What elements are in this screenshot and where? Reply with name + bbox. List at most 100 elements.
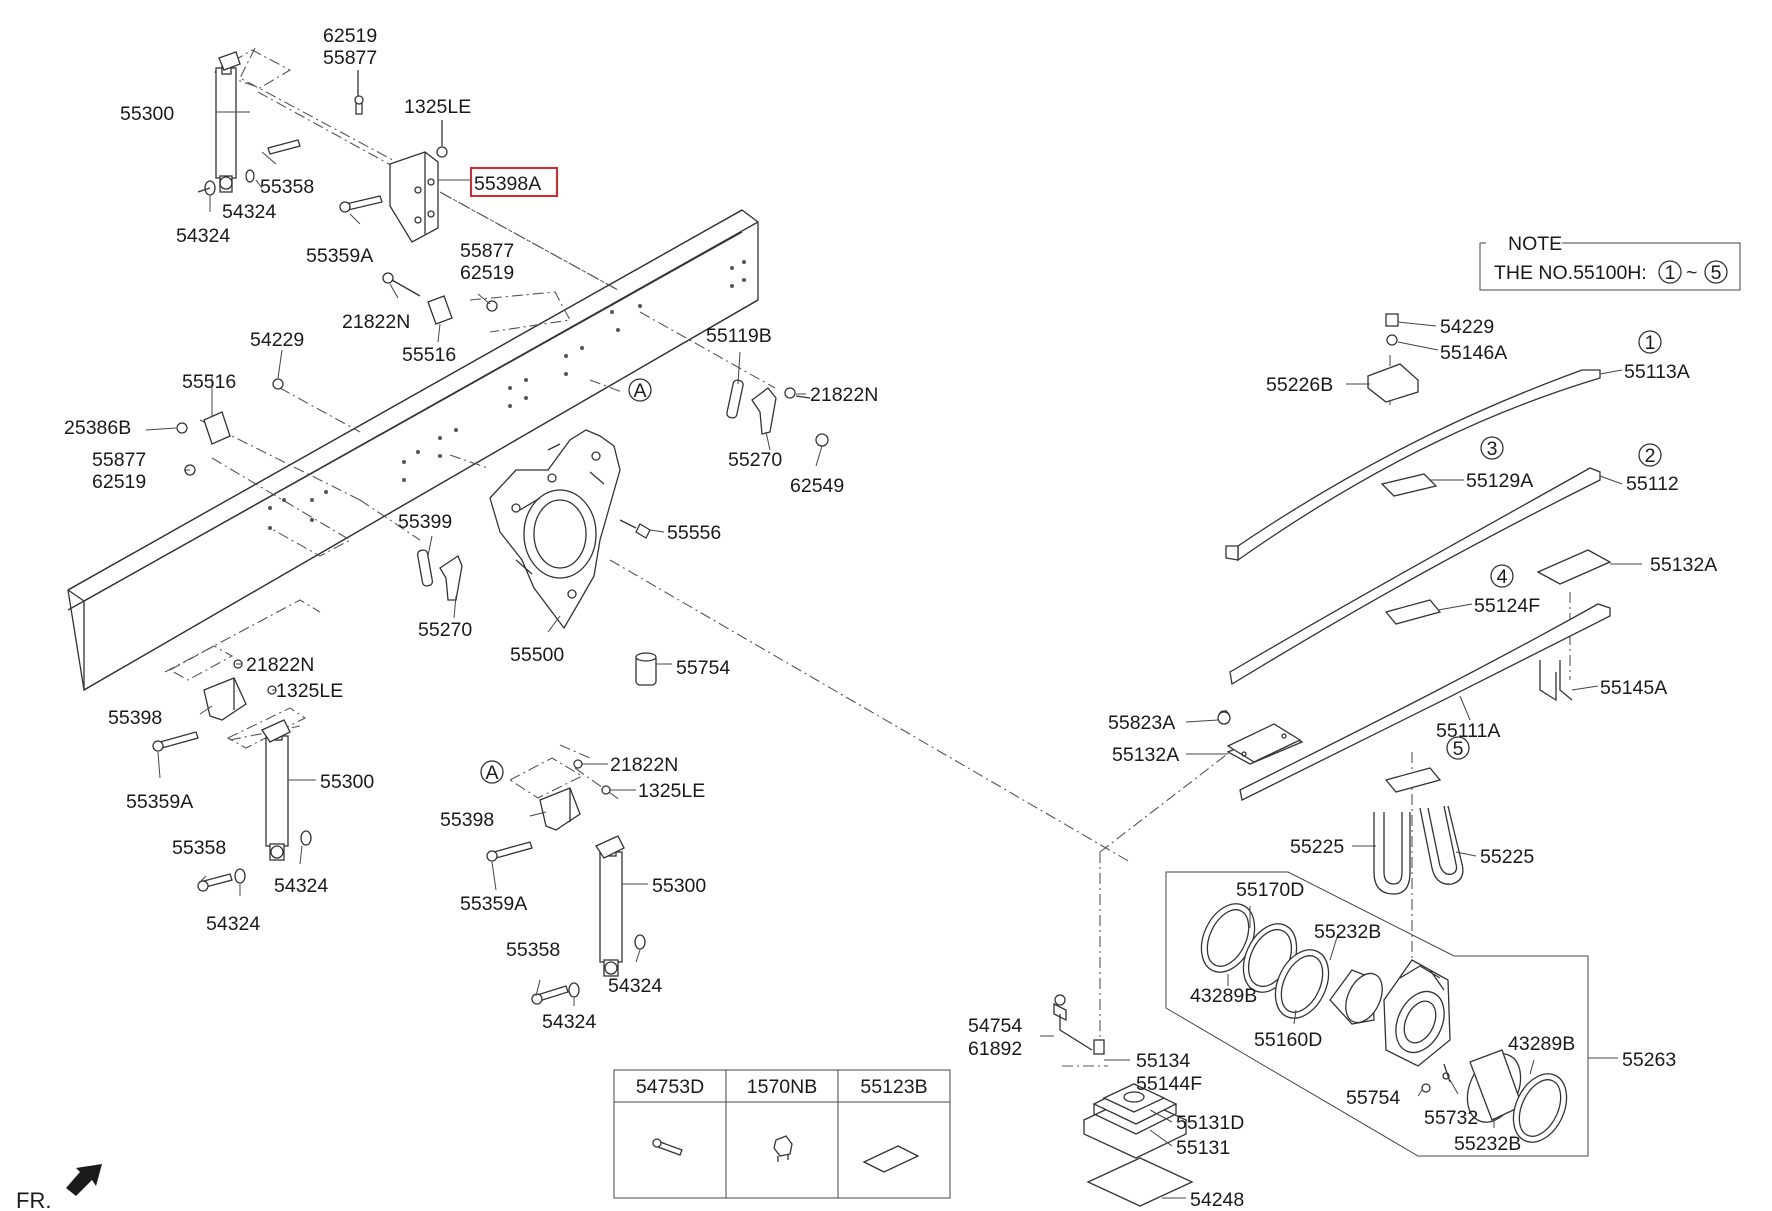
arrow-icon	[66, 1164, 102, 1196]
callout-54324: 54324	[608, 975, 662, 997]
ref-1: 1	[1645, 332, 1656, 354]
ref-a-upper: A	[633, 380, 646, 402]
front-direction-indicator: FR.	[16, 1164, 102, 1211]
rear-shock-absorber-upper	[197, 49, 301, 196]
callout-54324: 54324	[274, 875, 328, 897]
u-bolts-55225	[1373, 805, 1464, 895]
callout-55398a: 55398A	[474, 173, 541, 195]
callout-55398: 55398	[108, 707, 162, 729]
callout-25386b: 25386B	[64, 417, 131, 439]
note-box: NOTE THE NO.55100H: 1 ~ 5	[1479, 233, 1741, 291]
leader-lines	[145, 111, 1642, 1199]
callout-55516: 55516	[402, 344, 456, 366]
spring-bracket-55500	[489, 429, 657, 686]
callout-55226b: 55226B	[1266, 374, 1333, 396]
callout-54324: 54324	[222, 201, 276, 223]
callout-55300: 55300	[120, 103, 174, 125]
callout-55754: 55754	[1346, 1087, 1400, 1109]
callout-55132a: 55132A	[1112, 744, 1179, 766]
callout-55124f: 55124F	[1474, 595, 1540, 617]
callout-55359a: 55359A	[460, 893, 527, 915]
callout-55232b: 55232B	[1314, 921, 1381, 943]
rear-shock-absorber-center	[486, 757, 646, 1005]
callout-62549: 62549	[790, 475, 844, 497]
callout-55358: 55358	[172, 837, 226, 859]
hanger-55399	[416, 549, 463, 601]
ref-2: 2	[1645, 445, 1656, 467]
callout-55877: 55877	[92, 449, 146, 471]
note-heading: NOTE	[1508, 233, 1562, 255]
legend-table: 54753D 1570NB 55123B	[613, 1069, 951, 1199]
callout-62519: 62519	[92, 471, 146, 493]
callout-54324: 54324	[176, 225, 230, 247]
legend-header-54753d: 54753D	[636, 1076, 704, 1098]
callout-55300: 55300	[652, 875, 706, 897]
callout-55359a: 55359A	[306, 245, 373, 267]
callout-55170d: 55170D	[1236, 879, 1304, 901]
note-range-start: 1	[1665, 262, 1676, 284]
ref-3: 3	[1487, 438, 1498, 460]
callout-21822n: 21822N	[342, 311, 410, 333]
legend-header-1570nb: 1570NB	[747, 1076, 817, 1098]
callout-21822n: 21822N	[610, 754, 678, 776]
callout-55399: 55399	[398, 511, 452, 533]
callout-55270: 55270	[728, 449, 782, 471]
callout-55500: 55500	[510, 644, 564, 666]
highlight-box-55398a	[470, 167, 558, 197]
callout-55225: 55225	[1290, 836, 1344, 858]
circled-references: A A 1 2 3 4 5	[480, 330, 1662, 784]
callout-55144f: 55144F	[1136, 1073, 1202, 1095]
callout-55146a: 55146A	[1440, 342, 1507, 364]
callout-21822n: 21822N	[810, 384, 878, 406]
callout-55134: 55134	[1136, 1050, 1190, 1072]
note-range-end: 5	[1711, 262, 1722, 284]
callout-54229: 54229	[250, 329, 304, 351]
note-text: THE NO.55100H:	[1494, 262, 1647, 284]
legend-header-55123b: 55123B	[860, 1076, 927, 1098]
callout-55358: 55358	[506, 939, 560, 961]
callout-1325le: 1325LE	[404, 96, 471, 118]
callout-55877: 55877	[323, 47, 377, 69]
callout-55225: 55225	[1480, 846, 1534, 868]
plate-icon	[862, 1145, 920, 1173]
callout-21822n: 21822N	[246, 654, 314, 676]
callout-55358: 55358	[260, 176, 314, 198]
pads-55132a	[1217, 711, 1302, 763]
callout-55732: 55732	[1424, 1107, 1478, 1129]
callout-55823a: 55823A	[1108, 712, 1175, 734]
callout-labels: 62519 55877 55300 1325LE 55398A 55358 54…	[64, 25, 1717, 1211]
ref-5: 5	[1453, 738, 1464, 760]
note-range-sep: ~	[1686, 262, 1697, 284]
clip-icon	[773, 1135, 793, 1162]
callout-55556: 55556	[667, 522, 721, 544]
callout-55160d: 55160D	[1254, 1029, 1322, 1051]
callout-55232b: 55232B	[1454, 1133, 1521, 1155]
callout-54324: 54324	[542, 1011, 596, 1033]
shock-bracket-55398a	[339, 70, 448, 243]
callout-54754: 54754	[968, 1015, 1022, 1037]
callout-55112: 55112	[1626, 473, 1679, 495]
frame-rail	[67, 209, 759, 692]
callout-55300: 55300	[320, 771, 374, 793]
callout-55516: 55516	[182, 371, 236, 393]
callout-55119b: 55119B	[706, 325, 772, 347]
bolt-icon	[652, 1138, 683, 1156]
ref-a-lower: A	[485, 762, 498, 784]
trunnion-group-55263	[1165, 871, 1589, 1157]
callout-55754: 55754	[676, 657, 730, 679]
callout-54229: 54229	[1440, 316, 1494, 338]
callout-55111a: 55111A	[1436, 720, 1500, 742]
callout-54248: 54248	[1190, 1189, 1244, 1211]
callout-61892: 61892	[968, 1038, 1022, 1060]
callout-1325le: 1325LE	[638, 780, 705, 802]
ref-4: 4	[1497, 566, 1508, 588]
orientation-label: FR.	[16, 1188, 51, 1211]
callout-55145a: 55145A	[1600, 677, 1667, 699]
plate-55516	[176, 272, 498, 476]
callout-54324: 54324	[206, 913, 260, 935]
callout-55131d: 55131D	[1176, 1112, 1244, 1134]
hanger-55119b	[726, 379, 829, 447]
callout-62519: 62519	[460, 262, 514, 284]
callout-55398: 55398	[440, 809, 494, 831]
